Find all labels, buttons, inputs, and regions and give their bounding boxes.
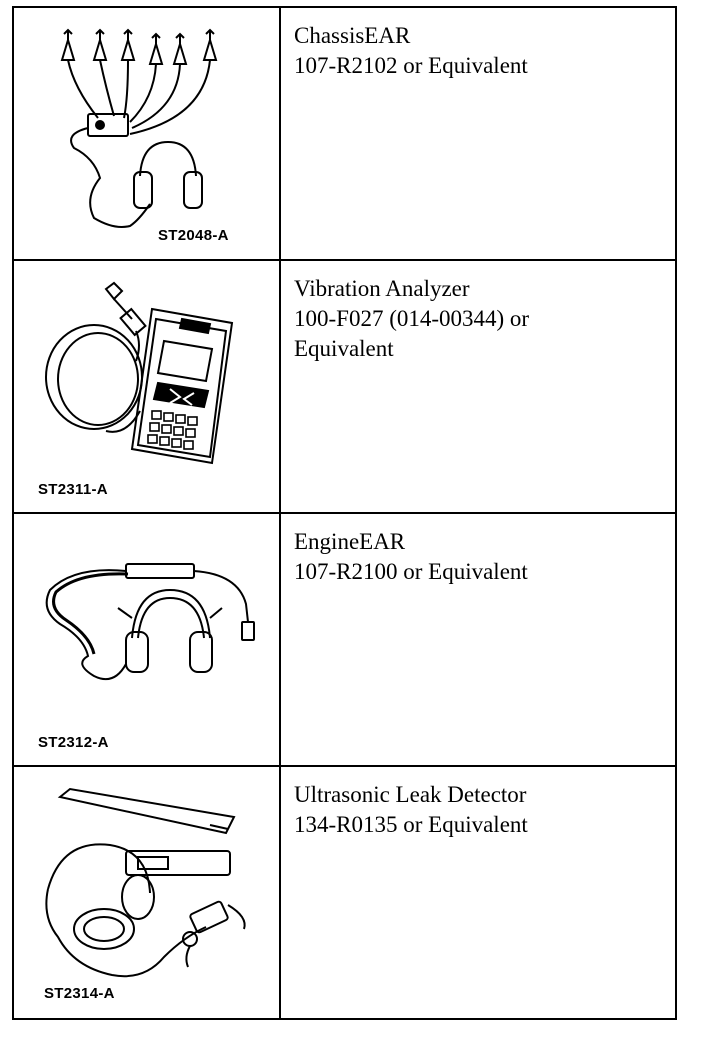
tool-part-number-continued: Equivalent [294, 336, 394, 361]
tool-description-cell: ChassisEAR 107-R2102 or Equivalent [279, 6, 677, 261]
illustration-code: ST2314-A [44, 985, 115, 1002]
table-row: ST2314-A Ultrasonic Leak Detector 134-R0… [12, 765, 677, 1020]
table-row: ST2048-A ChassisEAR 107-R2102 or Equival… [12, 6, 677, 261]
table-row: ST2312-A EngineEAR 107-R2100 or Equivale… [12, 512, 677, 767]
chassisear-icon [60, 28, 218, 228]
ultrasonic-leak-detector-icon [45, 787, 246, 978]
illustration-code: ST2312-A [38, 734, 109, 751]
tool-description-cell: EngineEAR 107-R2100 or Equivalent [279, 512, 677, 767]
tool-part-number: 107-R2100 or Equivalent [294, 559, 528, 584]
tool-description-cell: Ultrasonic Leak Detector 134-R0135 or Eq… [279, 765, 677, 1020]
keypad [147, 410, 198, 450]
special-tools-table: ST2048-A ChassisEAR 107-R2102 or Equival… [12, 6, 677, 1020]
tool-illustration-cell: ST2048-A [12, 6, 281, 261]
vibration-analyzer-icon [45, 281, 234, 465]
tool-illustration-cell: ST2314-A [12, 765, 281, 1020]
tool-illustration-cell: ST2312-A [12, 512, 281, 767]
tool-illustration-cell: ST2311-A [12, 259, 281, 514]
table-row: ST2311-A Vibration Analyzer 100-F027 (01… [12, 259, 677, 514]
tool-description-cell: Vibration Analyzer 100-F027 (014-00344) … [279, 259, 677, 514]
tool-part-number: 134-R0135 or Equivalent [294, 812, 528, 837]
tool-part-number: 100-F027 (014-00344) or [294, 306, 530, 331]
engineear-icon [45, 563, 255, 680]
tool-name: Vibration Analyzer [294, 276, 470, 301]
tool-name: EngineEAR [294, 529, 406, 554]
illustration-code: ST2048-A [158, 227, 229, 244]
tool-name: ChassisEAR [294, 23, 411, 48]
tool-name: Ultrasonic Leak Detector [294, 782, 527, 807]
tool-part-number: 107-R2102 or Equivalent [294, 53, 528, 78]
illustration-code: ST2311-A [38, 481, 108, 498]
